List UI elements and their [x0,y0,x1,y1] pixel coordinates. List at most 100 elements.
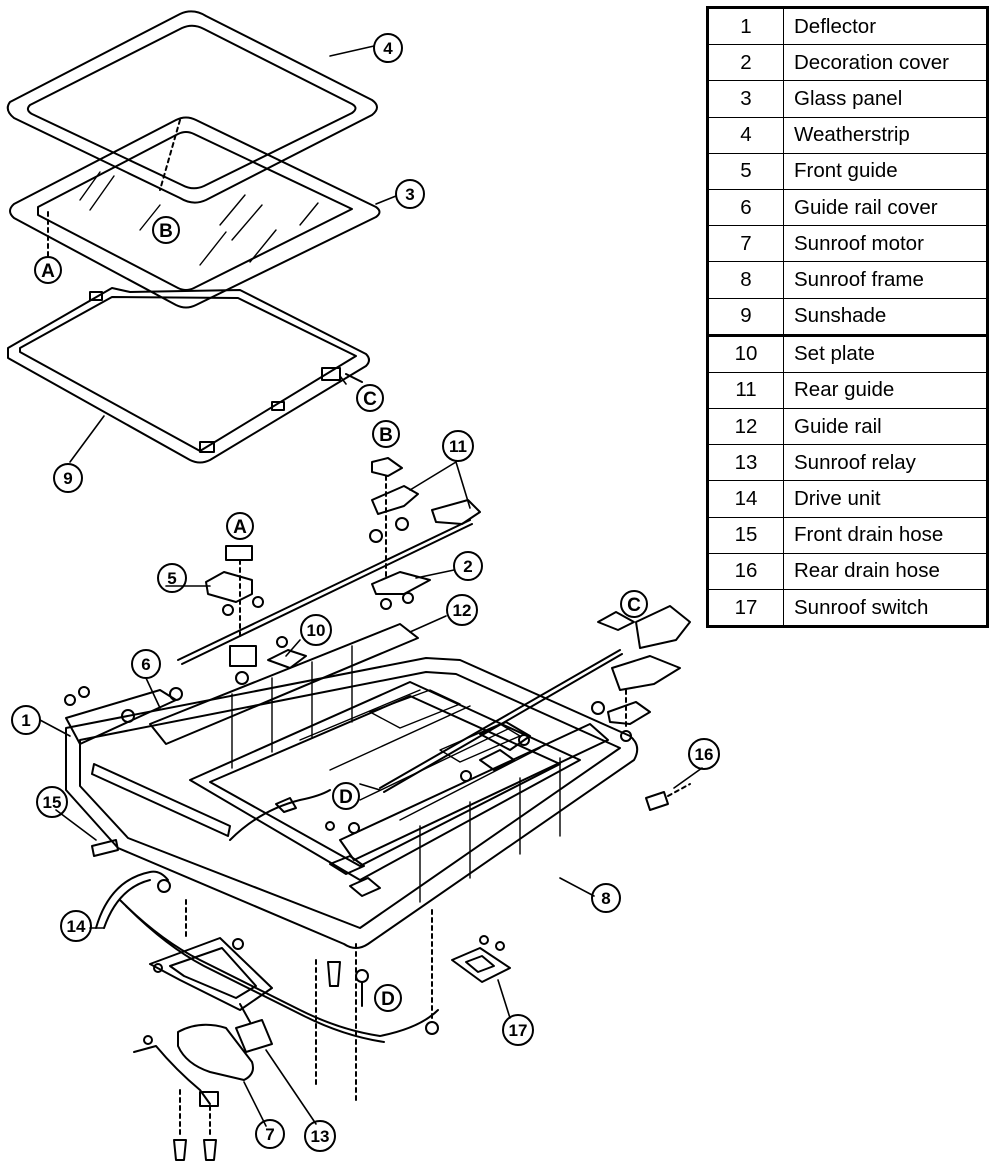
legend-row-name: Front drain hose [783,516,988,554]
callout-2-label: 2 [463,557,472,576]
callout-7-label: 7 [265,1125,274,1144]
drive-unit-cable [95,870,439,1043]
legend-row-number: 16 [707,552,784,591]
sunshade [7,287,370,464]
ref-a-upper: A [34,256,62,284]
legend-row-number: 3 [707,80,784,118]
callout-14-label: 14 [67,917,86,936]
callout-15: 15 [36,786,68,818]
callout-5: 5 [157,563,187,593]
callout-6: 6 [131,649,161,679]
legend-row-name: Sunroof switch [783,588,988,628]
legend-row-name: Glass panel [783,80,988,118]
ref-b-upper: B [152,216,180,244]
callout-4-label: 4 [383,39,393,58]
glass-panel [9,116,381,309]
callout-9: 9 [53,463,83,493]
weatherstrip [6,10,378,204]
legend-row-name: Rear drain hose [783,552,988,591]
legend-row-name: Rear guide [783,371,988,410]
callout-15-label: 15 [43,793,62,812]
callout-1-label: 1 [21,711,30,730]
callout-17: 17 [502,1014,534,1046]
guide-hardware [64,457,481,723]
callout-12-label: 12 [453,601,472,620]
callout-1: 1 [11,705,41,735]
legend-row-name: Decoration cover [783,44,988,82]
legend-row-name: Front guide [783,152,988,190]
legend-row-name: Sunshade [783,297,988,336]
legend-row-number: 12 [707,408,784,446]
callout-16: 16 [688,738,720,770]
ref-b-lower: B [372,420,400,448]
ref-d-lower-label: D [381,989,395,1010]
legend-row-number: 9 [707,297,784,336]
legend-row-number: 7 [707,225,784,263]
legend-row-name: Guide rail cover [783,188,988,227]
callout-4: 4 [373,33,403,63]
legend-row-number: 13 [707,444,784,482]
ref-d-lower: D [374,984,402,1012]
legend-row-number: 1 [707,6,784,46]
frame-screws [315,909,439,1101]
legend-row-name: Sunroof frame [783,261,988,299]
legend-row-name: Sunroof relay [783,444,988,482]
ref-c-upper-label: C [363,389,377,410]
legend-row-name: Sunroof motor [783,225,988,263]
callout-13-label: 13 [311,1127,330,1146]
callout-11-label: 11 [449,437,467,456]
ref-d-upper-label: D [339,787,353,808]
ref-a-upper-label: A [41,261,55,282]
callout-13: 13 [304,1120,336,1152]
sunroof-motor [133,1023,254,1161]
callout-14: 14 [60,910,92,942]
legend-row-number: 2 [707,44,784,82]
callout-12: 12 [446,594,478,626]
callout-3: 3 [395,179,425,209]
ref-c-lower-label: C [627,595,641,616]
sunroof-relay [235,1003,273,1053]
legend-row-name: Weatherstrip [783,116,988,154]
ref-a-lower-label: A [233,517,247,538]
legend-row-number: 14 [707,480,784,518]
callout-8: 8 [591,883,621,913]
sunroof-frame [65,623,639,949]
callout-10-label: 10 [307,621,326,640]
callout-11: 11 [442,430,474,462]
drive-unit-bracket [149,937,273,1011]
callout-5-label: 5 [167,569,176,588]
callout-10: 10 [300,614,332,646]
legend-row-name: Set plate [783,333,988,373]
ref-d-upper: D [332,782,360,810]
front-drain-hose [91,839,119,857]
legend-row-number: 10 [707,333,784,373]
callout-8-label: 8 [601,889,610,908]
legend-row-number: 8 [707,261,784,299]
leader-lines [39,45,703,1127]
legend-row-number: 15 [707,516,784,554]
ref-a-lower: A [226,512,254,540]
legend-row-number: 5 [707,152,784,190]
callout-3-label: 3 [405,185,414,204]
ref-c-upper: C [356,384,384,412]
callout-17-label: 17 [509,1021,528,1040]
legend-row-number: 17 [707,588,784,628]
